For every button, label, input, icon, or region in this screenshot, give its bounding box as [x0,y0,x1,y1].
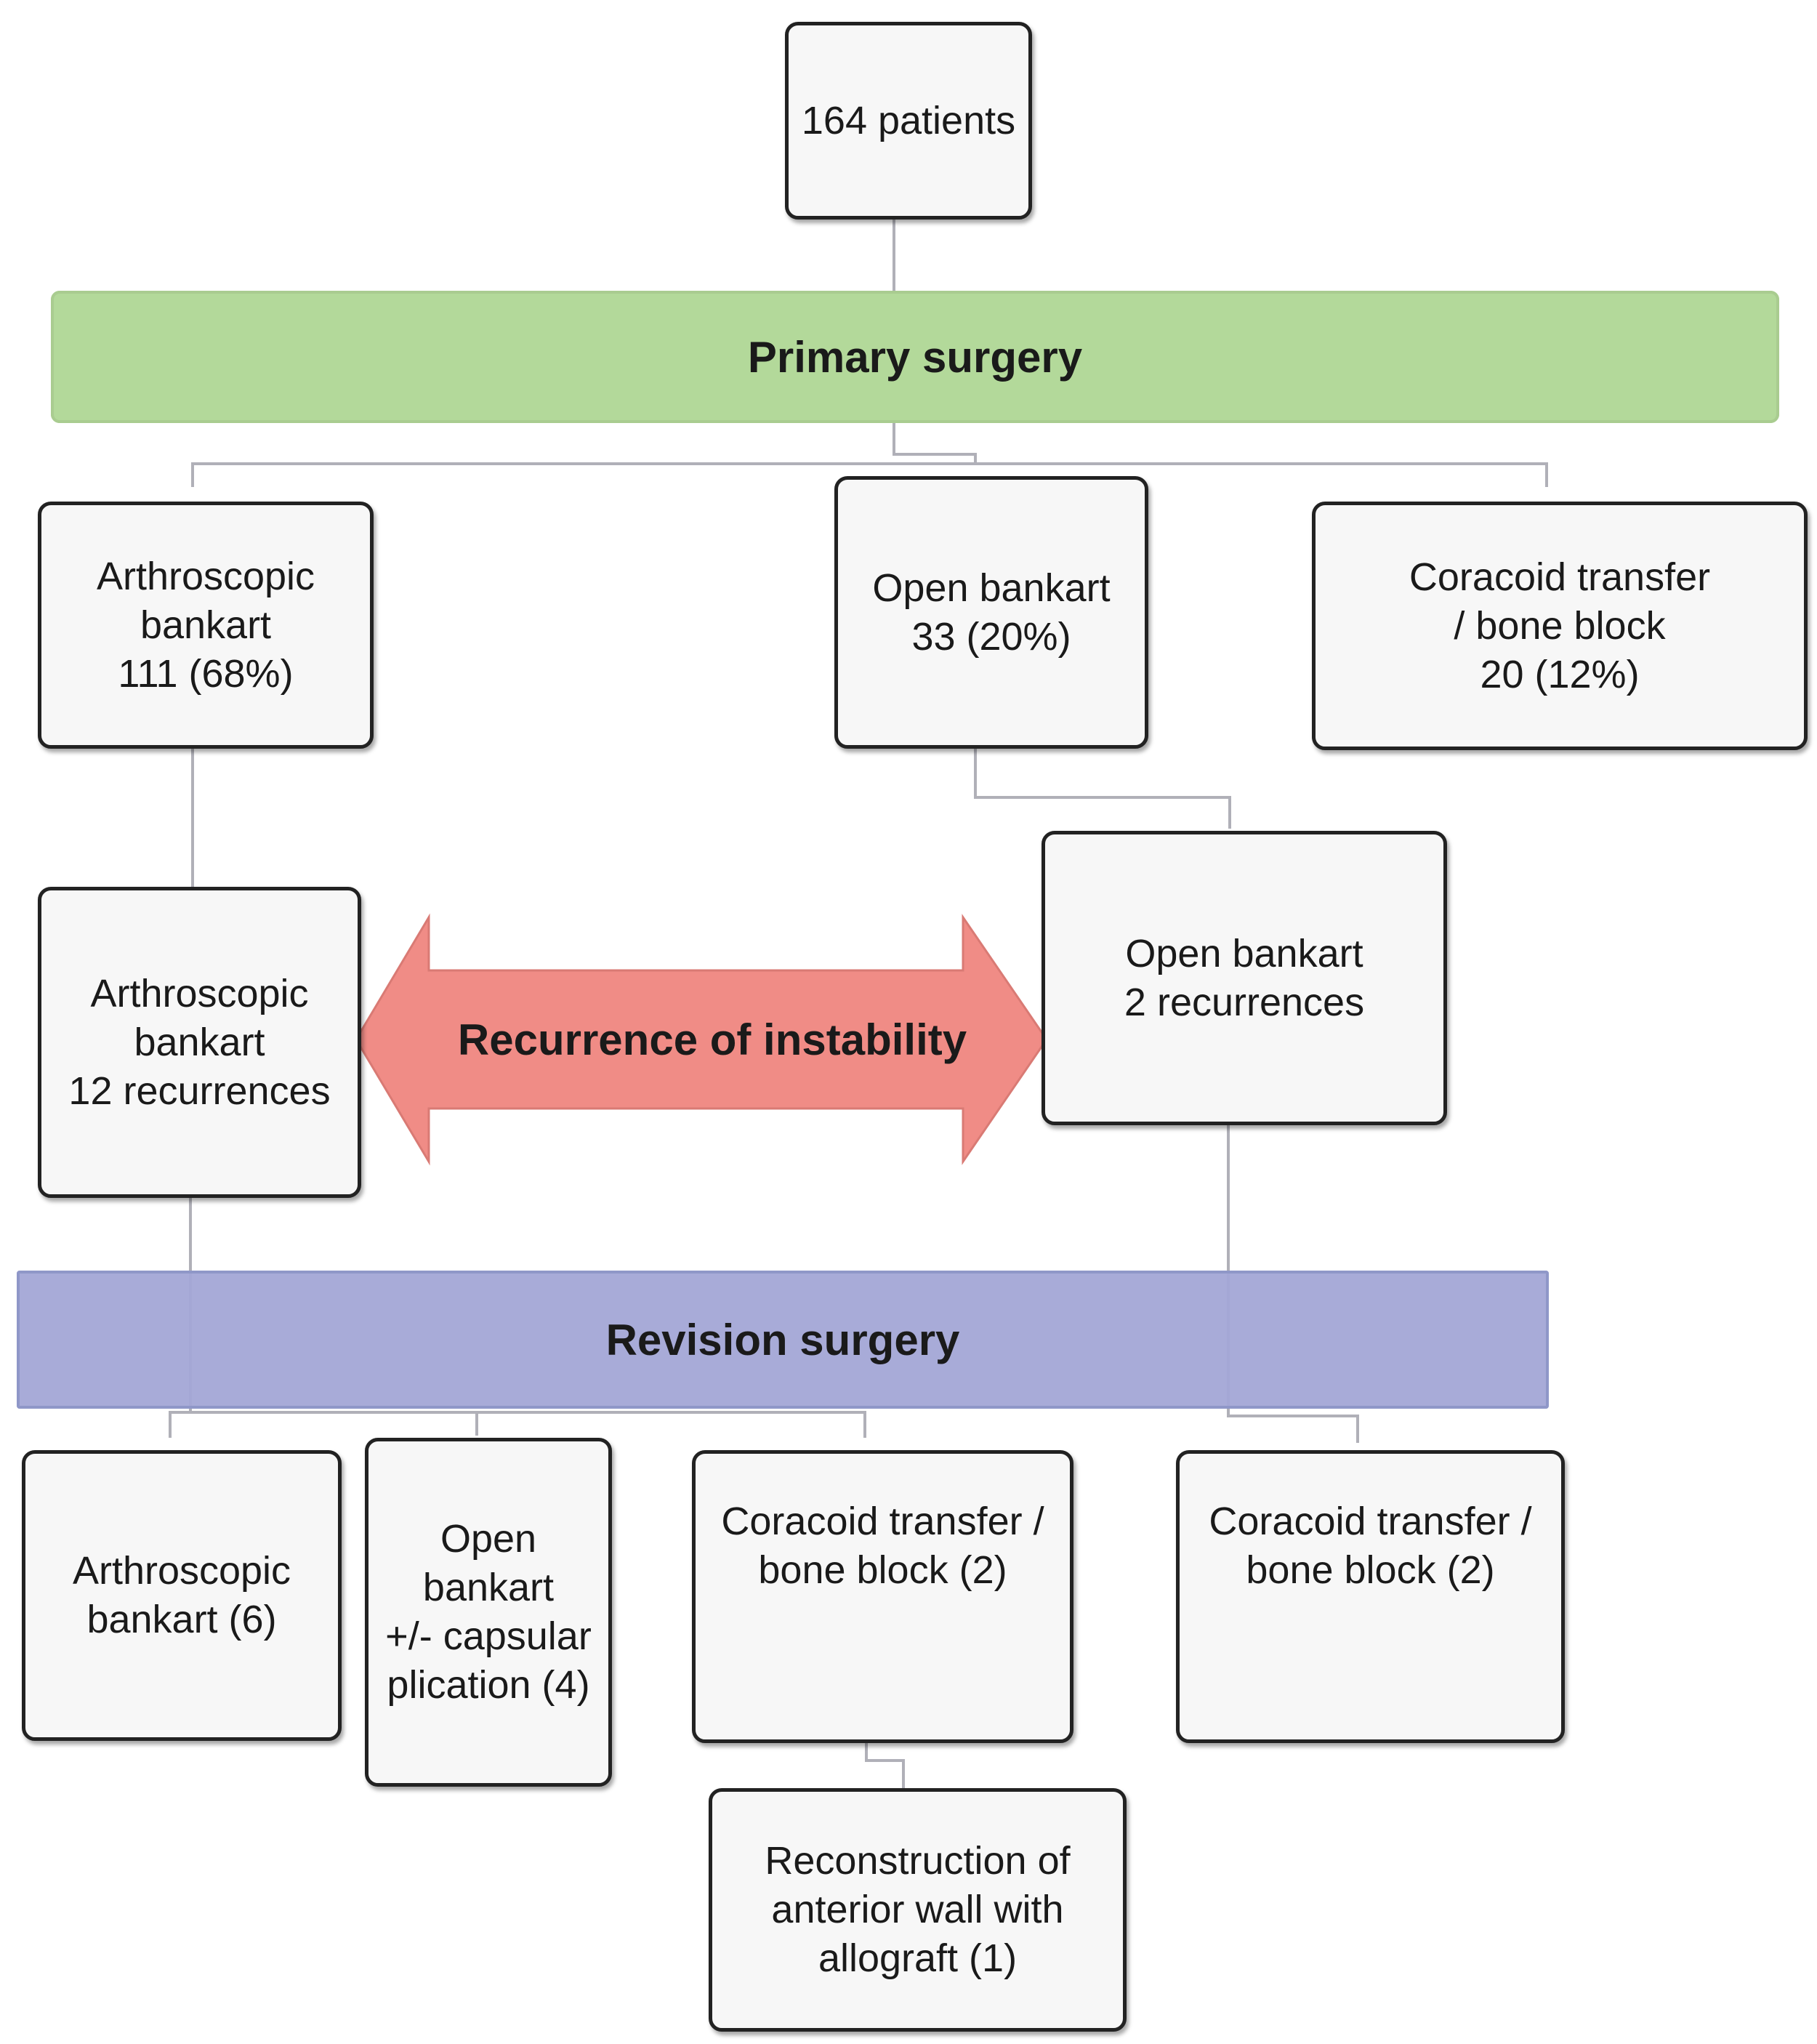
primary-coracoid-label: Coracoid transfer / bone block 20 (12%) [1409,555,1711,696]
revision-open-box: Open bankart +/- capsular plication (4) [365,1438,612,1787]
connector-open-recurrence [974,749,1231,829]
revision-open-label: Open bankart +/- capsular plication (4) [385,1517,592,1707]
recurrence-arthroscopic-label: Arthroscopic bankart 12 recurrences [68,971,331,1113]
revision-arthroscopic-label: Arthroscopic bankart (6) [72,1549,291,1641]
revision-band-fill [17,1271,1549,1409]
reconstruction-box: Reconstruction of anterior wall with all… [709,1788,1127,2032]
revision-coracoid-box-2: Coracoid transfer / bone block (2) [1176,1450,1565,1743]
primary-coracoid-box: Coracoid transfer / bone block 20 (12%) [1312,502,1808,750]
primary-surgery-band: Primary surgery [51,291,1779,423]
connector-revision-branch [169,1411,866,1438]
total-patients-box: 164 patients [785,22,1032,220]
revision-surgery-band: Revision surgery [17,1271,1549,1409]
connector-followup [865,1743,905,1788]
recurrence-title: Recurrence of instability [457,1015,967,1064]
total-patients-label: 164 patients [801,98,1016,142]
primary-band-fill [51,291,1779,423]
revision-coracoid-label-2: Coracoid transfer / bone block (2) [1209,1500,1532,1592]
recurrence-open-label: Open bankart 2 recurrences [1124,931,1365,1024]
primary-arthroscopic-box: Arthroscopic bankart 111 (68%) [38,502,374,749]
recurrence-arrow-label: Recurrence of instability [378,1003,1047,1076]
revision-arthroscopic-box: Arthroscopic bankart (6) [22,1450,342,1741]
recurrence-open-box: Open bankart 2 recurrences [1042,831,1447,1125]
primary-arthroscopic-label: Arthroscopic bankart 111 (68%) [96,554,315,696]
primary-open-label: Open bankart 33 (20%) [872,566,1111,659]
revision-coracoid-box-1: Coracoid transfer / bone block (2) [692,1450,1073,1743]
primary-surgery-title: Primary surgery [747,332,1083,382]
connector-primary-branch [191,462,1548,487]
revision-coracoid-label-1: Coracoid transfer / bone block (2) [721,1500,1044,1592]
reconstruction-label: Reconstruction of anterior wall with all… [765,1839,1071,1980]
recurrence-arthroscopic-box: Arthroscopic bankart 12 recurrences [38,887,361,1198]
revision-surgery-title: Revision surgery [605,1315,960,1364]
primary-open-box: Open bankart 33 (20%) [834,476,1148,749]
